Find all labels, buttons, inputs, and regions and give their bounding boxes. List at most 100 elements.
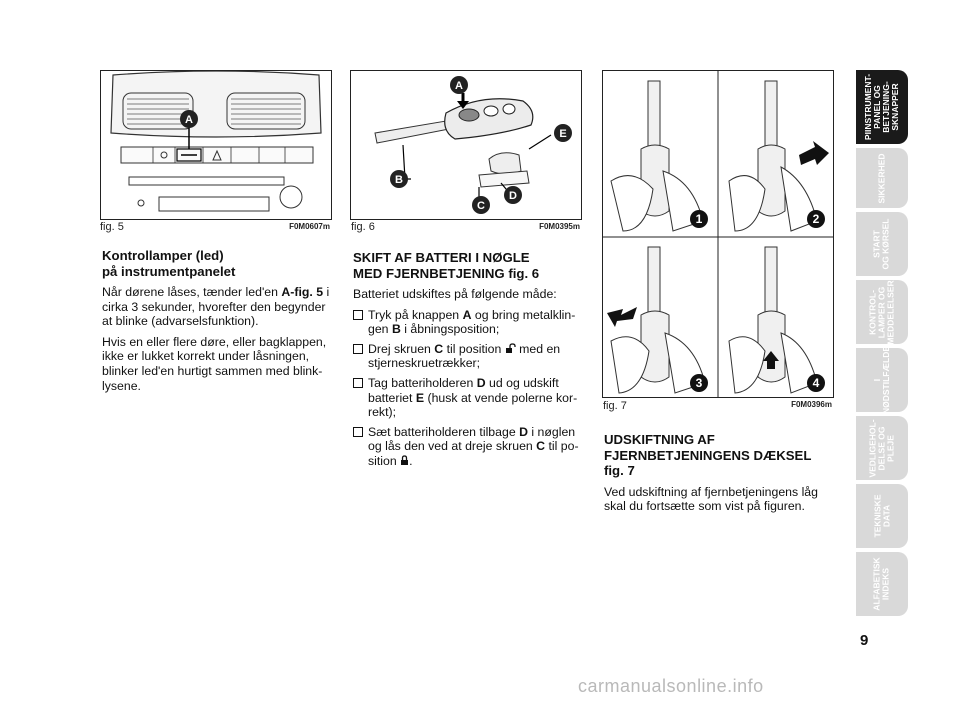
step-2-label: 2 (813, 212, 820, 226)
step-1-label: 1 (696, 212, 703, 226)
callout-e-label: E (559, 128, 566, 140)
s4-d: . (409, 453, 413, 468)
fig5-code: F0M0607m (289, 222, 330, 231)
s1-c: i åbningsposition; (400, 322, 500, 337)
s1-key-b: B (391, 322, 401, 337)
tab-label: VEDLIGEHOL- DELSE OG PLEJE (867, 418, 896, 478)
s3-b: ud og udskift batteriet (368, 375, 559, 405)
s3-key-d: D (476, 375, 486, 390)
s1-key-a: A (462, 307, 472, 322)
s1-b: og bring metalklin­gen (368, 307, 576, 337)
key-illustration: A B C D E (374, 76, 572, 214)
cover-heading-line2: FJERNBETJENINGENS DÆKSEL (604, 447, 812, 463)
column-led-lamps: Kontrollamper (led) på instrumentpanelet… (102, 248, 334, 399)
fig6-code: F0M0395m (539, 222, 580, 231)
s4-b: i nøglen og lås den ved at dreje skruen (368, 424, 576, 454)
step-4-label: 4 (813, 376, 820, 390)
column-cover-change: UDSKIFTNING AF FJERNBETJENINGENS DÆKSEL … (604, 432, 834, 520)
cover-steps-illustration: 1 2 3 4 (603, 71, 833, 397)
tab-label: TEKNISKE DATA (871, 494, 891, 538)
tab-index[interactable]: ALFABETISK INDEKS (856, 552, 908, 616)
battery-heading: SKIFT AF BATTERI I NØGLE MED FJERNBETJEN… (353, 250, 583, 281)
callout-a-label: A (455, 80, 463, 92)
fig5-caption: fig. 5 (100, 221, 124, 233)
callout-a (450, 76, 468, 94)
s4-a: Sæt batteriholderen tilbage (368, 424, 520, 439)
checkbox-icon (353, 377, 363, 388)
checkbox-icon (353, 309, 363, 320)
callout-c (472, 196, 490, 214)
figure-6-key: A B C D E (350, 70, 582, 220)
step-1-marker (690, 210, 708, 228)
tab-safety[interactable]: SIKKERHED (856, 148, 908, 208)
lock-icon (401, 455, 409, 465)
tab-maintenance[interactable]: VEDLIGEHOL- DELSE OG PLEJE (856, 416, 908, 480)
tab-label: KONTROL- LAMPER OG MEDDELELSER (867, 279, 896, 345)
s2-key-c: C (434, 341, 444, 356)
tab-label: PIINSTRUMENT- PANEL OG BETJENING- SKNAPP… (863, 73, 900, 141)
dashboard-illustration: A (110, 71, 322, 212)
figure-5-dashboard: A (100, 70, 332, 220)
step-3-label: 3 (696, 376, 703, 390)
battery-heading-line1: SKIFT AF BATTERI I NØGLE (353, 250, 530, 265)
callout-a-label: A (185, 114, 193, 126)
cover-heading-line1: UDSKIFTNING AF (604, 432, 715, 447)
led-heading-line1: Kontrollamper (led) (102, 248, 224, 263)
tab-label: SIKKERHED (876, 152, 887, 204)
step-2-marker (807, 210, 825, 228)
tab-instrument-panel[interactable]: PIINSTRUMENT- PANEL OG BETJENING- SKNAPP… (856, 70, 908, 144)
s2-a: Drej skruen (368, 341, 435, 356)
step-3-marker (690, 374, 708, 392)
led-p1-text-a: Når dørene låses, tænder led'en (102, 285, 282, 299)
cover-paragraph: Ved udskiftning af fjernbetjeningens låg… (604, 484, 818, 514)
s4-key-d: D (519, 424, 528, 439)
led-p1-figref: A-fig. 5 (281, 285, 324, 299)
s4-key-c: C (536, 439, 546, 454)
s3-key-e: E (415, 390, 425, 405)
column-battery-change: SKIFT AF BATTERI I NØGLE MED FJERNBETJEN… (353, 250, 583, 474)
cover-heading: UDSKIFTNING AF FJERNBETJENINGENS DÆKSEL … (604, 432, 834, 479)
led-p1-text-b: i cirka 3 sekunder, hvorefter den begyn­… (102, 285, 330, 329)
battery-step-2: Drej skruen C til position med en stjern… (353, 342, 583, 371)
battery-step-4: Sæt batteriholderen tilbage D i nøglen o… (353, 425, 583, 469)
battery-intro: Batteriet udskiftes på følgende måde: (353, 287, 557, 301)
s1-a: Tryk på knappen (368, 307, 463, 322)
step-4-marker (807, 374, 825, 392)
page-number: 9 (860, 632, 869, 649)
tab-emergency[interactable]: I NØDSTILFÆLDE (856, 346, 908, 414)
callout-b (390, 170, 408, 188)
fig7-caption: fig. 7 (603, 400, 627, 412)
battery-steps: Tryk på knappen A og bring metalklin­gen… (353, 308, 583, 469)
s3-c: (husk at vende polerne kor­rekt); (368, 390, 578, 420)
callout-a (180, 110, 198, 128)
s4-c: til po­sition (368, 439, 579, 468)
callout-e (554, 124, 572, 142)
callout-d (504, 186, 522, 204)
fig7-code: F0M0396m (791, 400, 832, 409)
unlock-icon (505, 343, 516, 353)
battery-heading-line2: MED FJERNBETJENING fig. 6 (353, 265, 540, 281)
led-heading-line2: på instrumentpanelet (102, 263, 236, 279)
s2-b: til position (443, 341, 505, 356)
battery-step-1: Tryk på knappen A og bring metalklin­gen… (353, 308, 583, 337)
s2-c: med en stjerneskruetrækker; (368, 341, 561, 371)
led-paragraph-2: Hvis en eller flere døre, eller bagklapp… (102, 334, 327, 393)
tab-start-driving[interactable]: START OG KØRSEL (856, 212, 908, 276)
checkbox-icon (353, 343, 363, 354)
tab-label: I NØDSTILFÆLDE (872, 346, 891, 414)
callout-b-label: B (395, 174, 403, 186)
s3-a: Tag batteriholderen (368, 375, 477, 390)
checkbox-icon (353, 426, 363, 437)
tab-label: ALFABETISK INDEKS (872, 557, 891, 611)
callout-d-label: D (509, 190, 517, 202)
tab-technical-data[interactable]: TEKNISKE DATA (856, 484, 908, 548)
cover-heading-line3: fig. 7 (604, 463, 635, 478)
led-heading: Kontrollamper (led) på instrumentpanelet (102, 248, 334, 279)
callout-c-label: C (477, 200, 485, 212)
tab-label: START OG KØRSEL (871, 218, 891, 270)
tab-warning-lights[interactable]: KONTROL- LAMPER OG MEDDELELSER (856, 280, 908, 344)
battery-step-3: Tag batteriholderen D ud og udskift batt… (353, 376, 583, 420)
fig6-caption: fig. 6 (351, 221, 375, 233)
led-paragraph-1: Når dørene låses, tænder led'en A-fig. 5… (102, 285, 334, 329)
watermark: carmanualsonline.info (578, 676, 764, 696)
